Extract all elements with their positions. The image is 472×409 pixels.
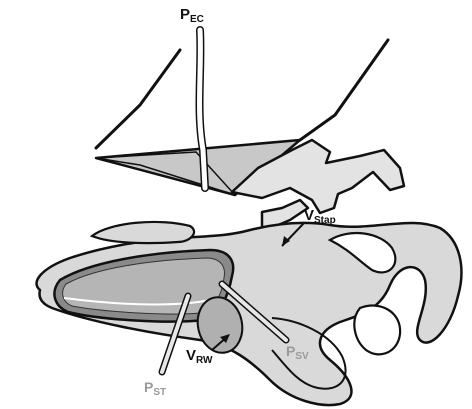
pst-label: PST <box>144 379 166 398</box>
pec-probe <box>199 30 205 188</box>
pec-label-main: P <box>180 6 190 23</box>
vrw-label-sub: RW <box>196 355 213 366</box>
pst-label-main: P <box>144 379 153 395</box>
vrw-label: VRW <box>186 347 213 366</box>
vstap-label-sub: Stap <box>314 215 336 226</box>
pec-label-sub: EC <box>190 14 204 25</box>
ear-canal <box>96 40 388 148</box>
vstap-label-main: V <box>304 207 314 224</box>
psv-label-sub: SV <box>295 351 309 362</box>
psv-label-main: P <box>286 343 295 359</box>
vrw-label-main: V <box>186 347 196 364</box>
pec-label: PEC <box>180 6 204 25</box>
pst-label-sub: ST <box>153 387 166 398</box>
